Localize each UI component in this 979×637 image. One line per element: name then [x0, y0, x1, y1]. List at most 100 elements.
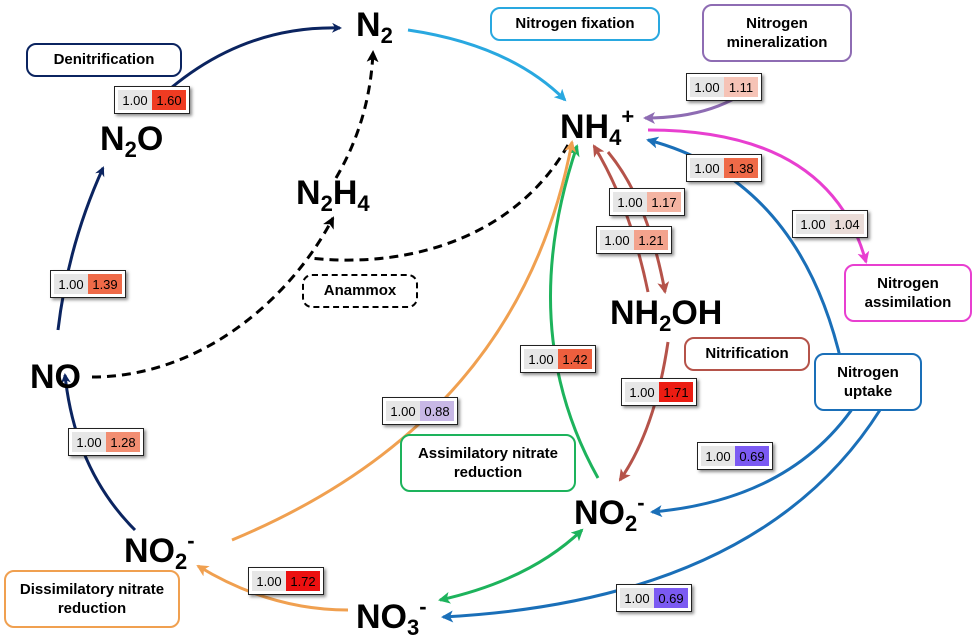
ratio-base: 1.00: [620, 588, 654, 608]
arrow-n2-to-nh4: [407, 28, 567, 102]
ratio-base: 1.00: [118, 90, 152, 110]
process-denitrification: Denitrification: [26, 43, 182, 77]
process-nitrogen-uptake: Nitrogen uptake: [814, 353, 922, 411]
no-main: NO: [30, 358, 81, 396]
ratio-value: 1.71: [659, 382, 693, 402]
ratio-box: 1.00 1.72: [248, 567, 324, 595]
arrow-nh4-to-n2h4: [309, 144, 570, 262]
no3-sub: 3: [407, 615, 420, 637]
n2h4-tail: H: [332, 174, 358, 212]
n2o-sub: 2: [124, 137, 137, 162]
n2o-main: N: [100, 120, 125, 158]
ratio-value: 1.39: [88, 274, 122, 294]
no2-left-sup: -: [187, 528, 195, 553]
arrow-uptake-to-no2: [650, 404, 857, 518]
arrow-no3-to-no2-orange: [196, 564, 349, 612]
ratio-box: 1.00 0.88: [382, 397, 458, 425]
ratio-base: 1.00: [690, 77, 724, 97]
nh4-sup: +: [621, 104, 635, 129]
ratio-box: 1.00 1.71: [621, 378, 697, 406]
ratio-base: 1.00: [72, 432, 106, 452]
n2h4-sub: 2: [320, 191, 333, 216]
nh2oh-main: NH: [610, 294, 660, 332]
nh4-sub: 4: [609, 125, 622, 150]
ratio-value: 1.11: [724, 77, 758, 97]
ratio-base: 1.00: [613, 192, 647, 212]
ratio-base: 1.00: [690, 158, 724, 178]
ratio-base: 1.00: [796, 214, 830, 234]
ratio-value: 0.88: [420, 401, 454, 421]
ratio-base: 1.00: [252, 571, 286, 591]
ratio-base: 1.00: [625, 382, 659, 402]
ratio-box: 1.00 1.39: [50, 270, 126, 298]
process-anammox: Anammox: [302, 274, 418, 308]
species-no: NO: [30, 360, 81, 394]
ratio-value: 1.21: [634, 230, 668, 250]
ratio-box: 1.00 1.21: [596, 226, 672, 254]
n2h4-main: N: [296, 174, 321, 212]
ratio-value: 0.69: [654, 588, 688, 608]
arrow-no2-to-nh4-green: [548, 144, 600, 479]
ratio-box: 1.00 1.60: [114, 86, 190, 114]
nh2oh-tail: OH: [671, 294, 723, 332]
nh4-main: NH: [560, 108, 610, 146]
ratio-value: 0.69: [735, 446, 769, 466]
process-dissimilatory-nitrate-reduction: Dissimilatory nitrate reduction: [4, 570, 180, 628]
species-n2o: N2O: [100, 122, 163, 161]
ratio-box: 1.00 1.11: [686, 73, 762, 101]
process-nitrogen-assimilation: Nitrogen assimilation: [844, 264, 972, 322]
arrow-no-to-n2h4: [91, 216, 335, 379]
ratio-value: 1.28: [106, 432, 140, 452]
no2-left-sub: 2: [175, 549, 188, 574]
arrow-no2-to-no: [60, 373, 137, 532]
ratio-value: 1.42: [558, 349, 592, 369]
n2-sub: 2: [380, 23, 393, 48]
species-nh2oh: NH2OH: [610, 296, 722, 335]
arrow-uptake-to-no3: [441, 409, 882, 623]
arrow-no-to-n2o: [56, 166, 105, 331]
no2-left-main: NO: [124, 532, 175, 570]
ratio-value: 1.72: [286, 571, 320, 591]
no2-right-main: NO: [574, 494, 625, 532]
species-nh4: NH4+: [560, 106, 634, 149]
nh2oh-sub: 2: [659, 311, 672, 336]
arrow-uptake-to-nh4: [646, 136, 844, 366]
no3-sup: -: [419, 594, 427, 619]
ratio-base: 1.00: [701, 446, 735, 466]
ratio-box: 1.00 1.17: [609, 188, 685, 216]
species-n2: N2: [356, 8, 393, 47]
arrow-nh2oh-to-no2: [618, 341, 670, 482]
ratio-box: 1.00 1.04: [792, 210, 868, 238]
ratio-box: 1.00 0.69: [697, 442, 773, 470]
process-nitrification: Nitrification: [684, 337, 810, 371]
species-no3: NO3-: [356, 596, 427, 637]
ratio-box: 1.00 0.69: [616, 584, 692, 612]
process-assimilatory-nitrate-reduction: Assimilatory nitrate reduction: [400, 434, 576, 492]
ratio-box: 1.00 1.42: [520, 345, 596, 373]
species-no2-right: NO2-: [574, 492, 645, 535]
ratio-value: 1.60: [152, 90, 186, 110]
process-nitrogen-mineralization: Nitrogen mineralization: [702, 4, 852, 62]
arrow-nh4-to-nh2oh: [606, 151, 670, 294]
species-no2-left: NO2-: [124, 530, 195, 573]
no2-right-sub: 2: [625, 511, 638, 536]
ratio-base: 1.00: [54, 274, 88, 294]
ratio-value: 1.38: [724, 158, 758, 178]
ratio-base: 1.00: [524, 349, 558, 369]
arrow-n2h4-to-n2: [334, 50, 379, 179]
ratio-box: 1.00 1.28: [68, 428, 144, 456]
ratio-base: 1.00: [600, 230, 634, 250]
process-nitrogen-fixation: Nitrogen fixation: [490, 7, 660, 41]
arrow-no2-to-nh4-orange: [231, 140, 577, 542]
n2-main: N: [356, 6, 381, 44]
ratio-value: 1.17: [647, 192, 681, 212]
no2-right-sup: -: [637, 490, 645, 515]
arrow-no3-no2-green: [438, 528, 584, 604]
ratio-value: 1.04: [830, 214, 864, 234]
n2o-tail: O: [136, 120, 164, 158]
no3-main: NO: [356, 598, 407, 636]
species-n2h4: N2H4: [296, 176, 370, 215]
n2h4-sub2: 4: [357, 191, 370, 216]
